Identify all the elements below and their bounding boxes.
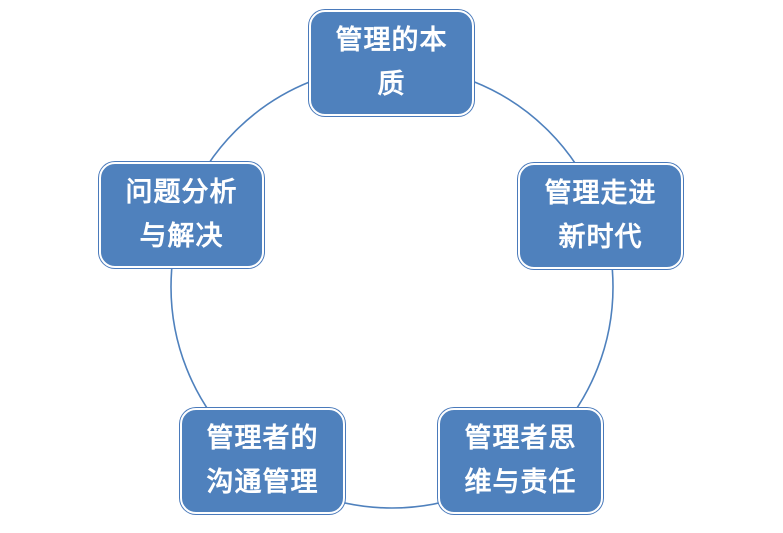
node-label-line1: 管理的本 [335,25,448,56]
node-label-line1: 问题分析 [125,177,238,208]
node-manager-thinking-responsibility: 管理者思 维与责任 [438,408,603,514]
node-label-line2: 沟通管理 [206,467,319,498]
node-manager-communication: 管理者的 沟通管理 [180,408,345,514]
node-problem-analysis-solving: 问题分析 与解决 [99,162,264,268]
node-management-new-era: 管理走进 新时代 [518,163,683,269]
node-label-line1: 管理者思 [464,423,577,454]
node-essence-of-management: 管理的本 质 [309,10,474,116]
node-label-line2: 新时代 [558,222,643,253]
node-label-line2: 维与责任 [464,467,577,498]
node-label-line2: 质 [377,69,406,100]
node-label-line2: 与解决 [139,221,224,252]
node-label-line1: 管理走进 [544,178,657,209]
node-label-line1: 管理者的 [206,423,319,454]
